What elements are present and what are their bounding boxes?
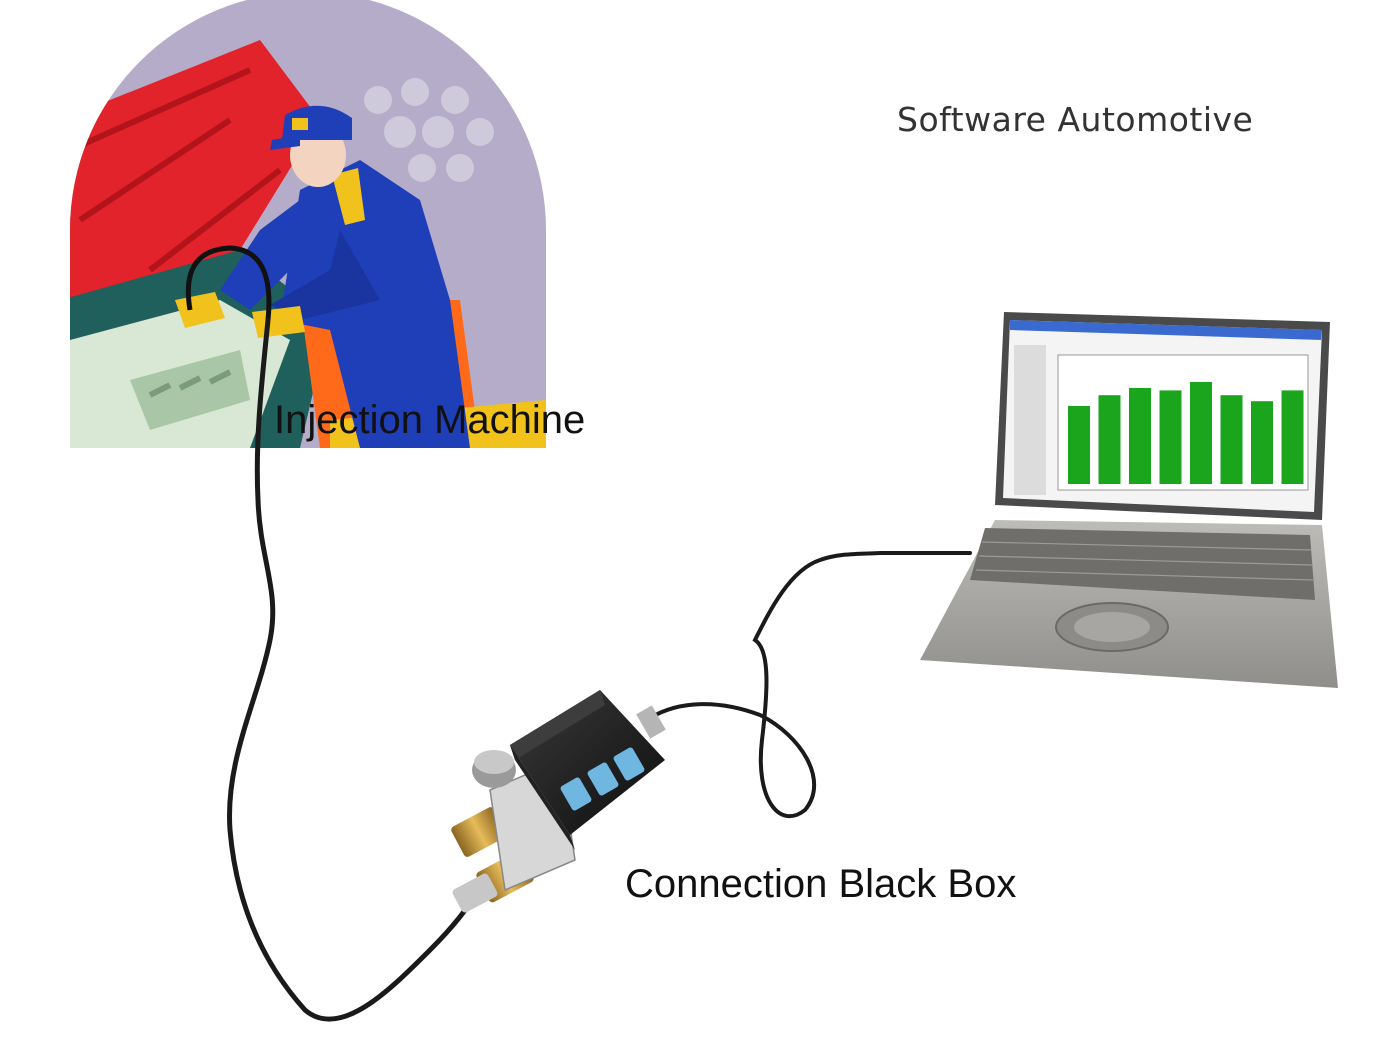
cable-box-to-laptop (648, 551, 972, 818)
connection-black-box-label: Connection Black Box (625, 862, 1017, 906)
mechanic-illustration (70, 0, 546, 448)
laptop-icon (920, 312, 1338, 688)
screen-bar (1129, 388, 1151, 484)
screen-bar-chart (1068, 382, 1304, 484)
screen-bar (1068, 406, 1090, 484)
black-box-device-icon (451, 690, 666, 913)
screen-bar (1281, 390, 1304, 484)
screen-bar (1098, 395, 1121, 484)
software-automotive-label: Software Automotive (897, 100, 1254, 139)
injection-machine-label: Injection Machine (274, 398, 586, 442)
dots-decoration (364, 78, 494, 182)
screen-bar (1159, 390, 1182, 484)
cable-machine-to-box (226, 317, 481, 1022)
screen-bar (1220, 395, 1243, 484)
screen-bar (1190, 382, 1212, 484)
device-buttons (560, 747, 645, 811)
screen-bar (1251, 401, 1273, 484)
